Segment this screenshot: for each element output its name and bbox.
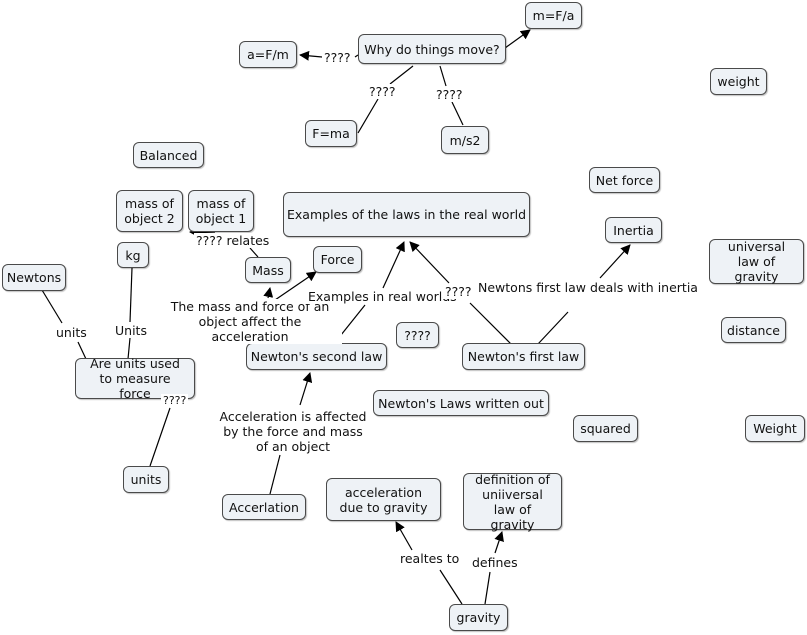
edge-gravity-to-realtes — [439, 569, 463, 605]
concept-a-f-m[interactable]: a=F/m — [239, 41, 297, 68]
link-label-relates: ???? relates — [194, 233, 272, 248]
edge-mass-to-relates — [249, 247, 259, 258]
concept-universal-law-of-gravity[interactable]: universal law of gravity — [709, 239, 804, 284]
edge-why-to-mfa — [504, 29, 531, 49]
edge-why-to-q — [354, 54, 359, 58]
concept-are-units-used[interactable]: Are units used to measure force — [75, 356, 195, 401]
concept-question[interactable]: ???? — [396, 322, 439, 348]
edge-kg-lbl-to-kg — [129, 267, 133, 323]
edge-gravity-to-defines — [484, 571, 491, 605]
concept-acceleration-due-to-gravity[interactable]: acceleration due to gravity — [326, 478, 441, 521]
edge-why-to-q2 — [389, 65, 414, 85]
concept-kg[interactable]: kg — [117, 242, 149, 268]
concept-squared[interactable]: squared — [573, 415, 638, 442]
edge-inertia-lbl-to-inertia — [599, 244, 631, 279]
edge-lbl-to-newtons — [41, 289, 63, 324]
link-label-first-question: ???? — [443, 284, 474, 299]
edge-q-to-examples — [409, 241, 450, 284]
concept-balanced[interactable]: Balanced — [133, 142, 204, 168]
concept-newtons-second-law[interactable]: Newton's second law — [246, 343, 387, 370]
concept-f-ma[interactable]: F=ma — [305, 120, 357, 147]
concept-weight-lower[interactable]: weight — [710, 68, 767, 95]
edge-q-to-unitsnode — [149, 407, 171, 467]
link-label-units-question: ???? — [161, 394, 189, 408]
edge-defines-to-def — [494, 531, 504, 554]
concept-accerlation[interactable]: Accerlation — [222, 494, 306, 520]
concept-newtons-laws-written-out[interactable]: Newton's Laws written out — [373, 390, 549, 416]
edge-first-to-inertia-lbl — [537, 311, 569, 345]
edge-accerlation-to-lbl — [269, 454, 281, 495]
concept-units[interactable]: units — [123, 466, 169, 493]
edge-lbl-to-force — [274, 271, 317, 301]
link-label-a-f-m: ???? — [322, 50, 353, 65]
concept-mass[interactable]: Mass — [245, 257, 291, 283]
link-label-f-ma: ???? — [367, 84, 398, 99]
edge-q2-to-fma — [357, 98, 379, 134]
edge-examples-lbl-to-examples — [382, 241, 405, 289]
concept-weight-upper[interactable]: Weight — [745, 415, 805, 442]
link-label-m-s2: ???? — [434, 87, 465, 102]
concept-inertia[interactable]: Inertia — [605, 217, 662, 243]
link-label-acceleration-affected: Acceleration is affected by the force an… — [216, 409, 370, 454]
edge-q-to-afm — [299, 50, 323, 61]
concept-mass-of-object-1[interactable]: mass of object 1 — [188, 190, 254, 232]
edge-relates-to-obj1 — [189, 227, 216, 238]
link-label-defines: defines — [470, 555, 520, 570]
edge-units-to-kg-lbl — [127, 337, 131, 360]
concept-examples-of-laws[interactable]: Examples of the laws in the real world — [283, 192, 530, 237]
link-label-first-inertia: Newtons first law deals with inertia — [476, 280, 700, 295]
edge-why-to-q3 — [439, 65, 447, 87]
concept-definition-universal-law[interactable]: definition of uniiversal law of gravity — [463, 472, 562, 532]
link-label-mass-force-affect: The mass and force of an object affect t… — [158, 299, 342, 344]
link-label-realtes-to: realtes to — [398, 551, 462, 566]
link-label-units-kg: Units — [113, 323, 149, 338]
concept-why-do-things-move[interactable]: Why do things move? — [358, 34, 506, 64]
concept-gravity[interactable]: gravity — [449, 604, 508, 631]
concept-net-force[interactable]: Net force — [589, 167, 660, 193]
concept-mass-of-object-2[interactable]: mass of object 2 — [116, 190, 183, 232]
edge-units-to-lbl — [77, 341, 87, 360]
concept-newtons[interactable]: Newtons — [2, 264, 66, 291]
edge-first-to-q — [469, 302, 512, 345]
edge-lbl-to-second — [299, 372, 313, 406]
concept-distance[interactable]: distance — [721, 317, 786, 343]
edge-realtes-to-accel — [395, 521, 413, 551]
edge-q3-to-ms2 — [451, 101, 464, 126]
concept-force[interactable]: Force — [313, 246, 362, 273]
concept-m-s2[interactable]: m/s2 — [441, 126, 489, 154]
concept-newtons-first-law[interactable]: Newton's first law — [462, 343, 585, 370]
concept-m-f-a[interactable]: m=F/a — [525, 2, 582, 29]
link-label-examples-real-worlds: Examples in real worlds — [306, 289, 459, 304]
edge-lbl-to-mass — [263, 287, 274, 299]
link-label-units-left: units — [54, 325, 89, 340]
